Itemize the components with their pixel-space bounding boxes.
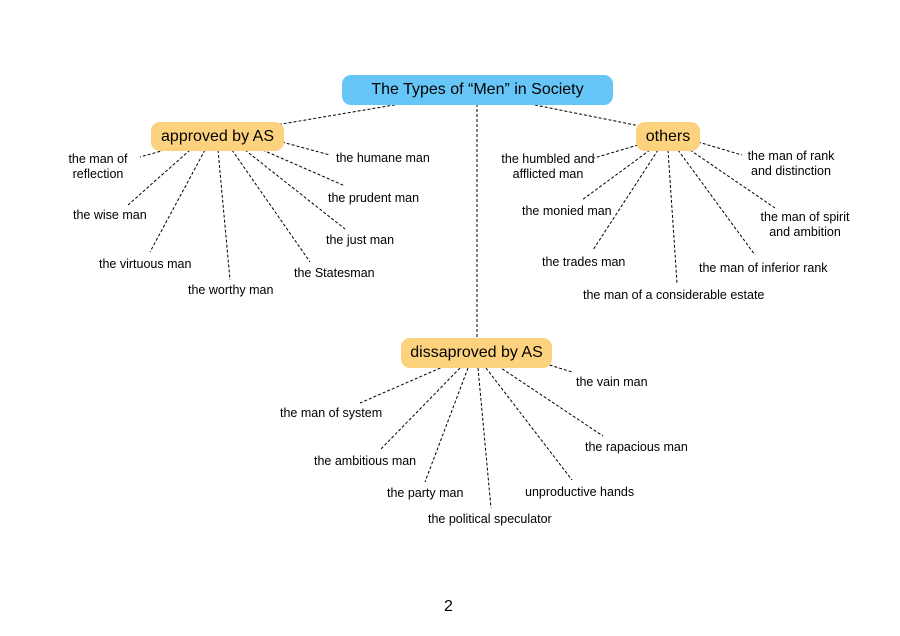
connector-disapproved-party <box>424 367 469 483</box>
leaf-approved-virtuous: the virtuous man <box>99 257 192 271</box>
leaf-approved-prudent: the prudent man <box>328 191 420 205</box>
connector-others-estate <box>667 149 678 284</box>
page-number: 2 <box>444 598 453 615</box>
leaf-others-monied: the monied man <box>522 204 612 218</box>
leaf-approved-wise: the wise man <box>73 208 147 222</box>
leaf-disapproved-speculator: the political speculator <box>428 512 552 526</box>
connector-approved-just <box>244 149 346 230</box>
leaf-disapproved-party: the party man <box>387 486 464 500</box>
leaf-disapproved-unproductive: unproductive hands <box>525 485 635 499</box>
leaf-approved-worthy: the worthy man <box>188 283 274 297</box>
leaf-others-rank: the man of rank and distinction <box>747 149 835 178</box>
leaf-disapproved-system: the man of system <box>280 406 383 420</box>
root-label: The Types of “Men” in Society <box>371 81 584 98</box>
leaf-others-inferior: the man of inferior rank <box>699 261 828 275</box>
leaf-approved-reflection: the man of reflection <box>68 152 128 181</box>
leaf-disapproved-ambitious: the ambitious man <box>314 454 417 468</box>
connector-approved-reflection <box>139 149 166 158</box>
connector-approved-worthy <box>217 149 231 281</box>
connector-approved-statesman <box>231 149 311 263</box>
connector-others-rank <box>697 141 743 156</box>
connector-root-approved <box>269 103 401 127</box>
leaf-disapproved-rapacious: the rapacious man <box>585 440 688 454</box>
category-disapproved-label: dissaproved by AS <box>410 344 543 361</box>
connector-others-humbled <box>593 144 639 159</box>
leaf-approved-just: the just man <box>326 233 395 247</box>
leaf-approved-statesman: the Statesman <box>294 266 375 280</box>
connector-disapproved-speculator <box>477 367 492 509</box>
connector-disapproved-system <box>359 365 446 404</box>
category-approved-label: approved by AS <box>161 127 274 145</box>
category-approved-node: approved by AS <box>151 122 284 151</box>
connector-root-others <box>529 103 646 128</box>
connector-approved-wise <box>127 149 191 206</box>
leaf-others-spirit: the man of spirit and ambition <box>760 210 850 239</box>
connector-others-spirit <box>689 149 776 209</box>
connector-approved-virtuous <box>149 149 206 253</box>
connector-approved-prudent <box>257 147 346 187</box>
leaf-others-estate: the man of a considerable estate <box>583 288 765 302</box>
connector-others-inferior <box>677 149 756 256</box>
category-disapproved-node: dissaproved by AS <box>401 338 552 368</box>
connector-approved-humane <box>281 141 331 156</box>
leaf-others-humbled: the humbled and afflicted man <box>501 152 595 181</box>
category-others-label: others <box>645 127 691 145</box>
connector-disapproved-ambitious <box>379 367 461 451</box>
root-node: The Types of “Men” in Society <box>342 75 613 105</box>
connector-disapproved-unproductive <box>485 367 573 481</box>
connector-others-trades <box>592 149 659 251</box>
connector-others-monied <box>581 149 651 201</box>
leaf-approved-humane: the humane man <box>336 151 430 165</box>
category-others-node: others <box>636 122 700 151</box>
leaf-disapproved-vain: the vain man <box>576 375 648 389</box>
leaf-others-trades: the trades man <box>542 255 626 269</box>
connector-disapproved-rapacious <box>497 365 604 437</box>
